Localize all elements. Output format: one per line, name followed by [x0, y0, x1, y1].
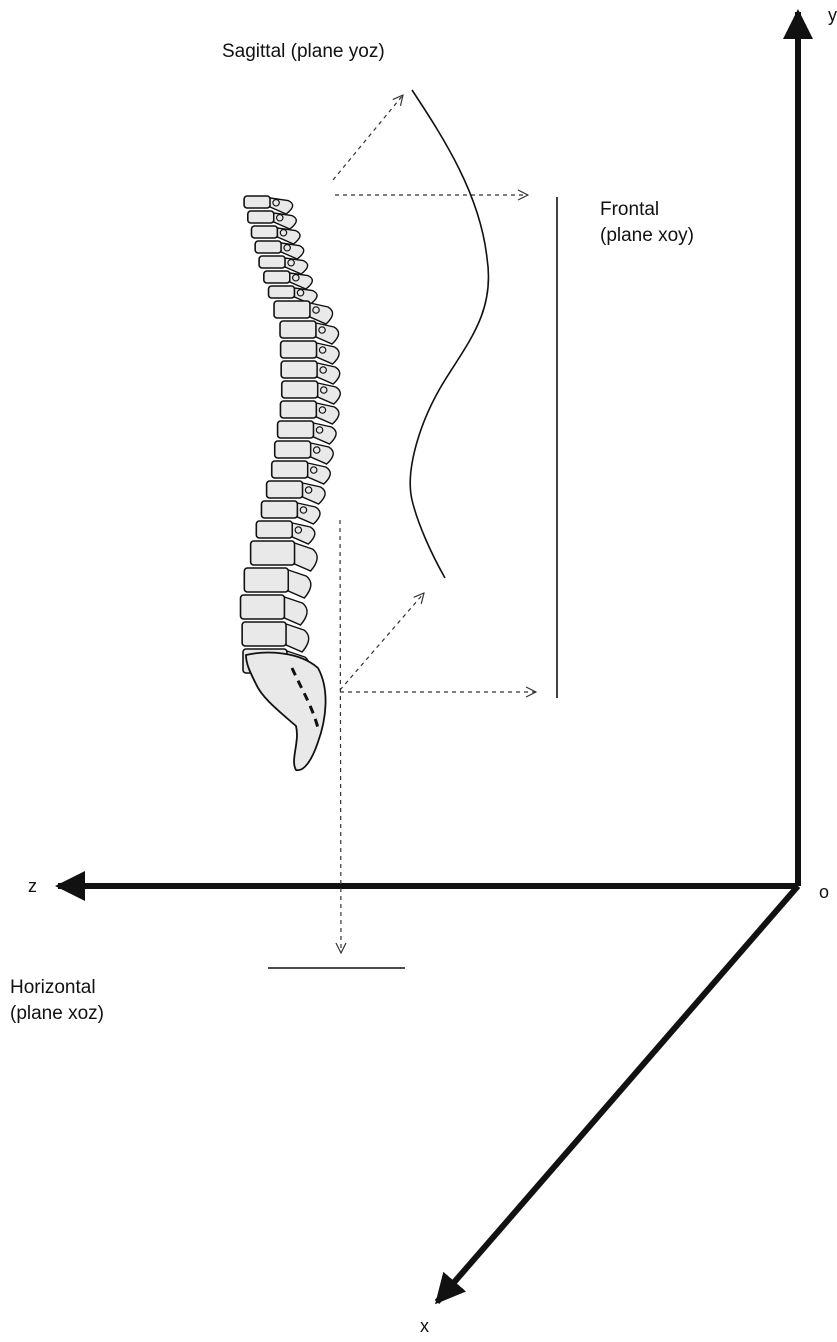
- vertebra-body: [280, 321, 316, 338]
- vertebra-body: [244, 196, 270, 208]
- y-axis-label: y: [828, 3, 837, 27]
- vertebra-process: [317, 343, 340, 364]
- vertebra-body: [259, 256, 285, 268]
- horizontal-plane-label-line1: Horizontal: [10, 976, 96, 1000]
- vertebra-body: [274, 301, 310, 318]
- x-axis: [437, 886, 798, 1302]
- vertebra-process: [316, 403, 339, 424]
- vertebra-process: [286, 624, 309, 652]
- vertebra-process: [295, 543, 318, 571]
- vertebra-process: [292, 523, 315, 544]
- vertebra-body: [241, 595, 285, 619]
- sagittal-projection-curve: [410, 90, 488, 578]
- coordinate-axes: [58, 12, 798, 1302]
- vertebra-process: [318, 383, 341, 404]
- vertebra-body: [282, 381, 318, 398]
- vertebra-process: [317, 363, 340, 384]
- vertebra-process: [314, 423, 337, 444]
- vertebra-body: [281, 361, 317, 378]
- horizontal-plane-label-line2: (plane xoz): [10, 1002, 104, 1026]
- vertebra-body: [278, 421, 314, 438]
- vertebra-body: [267, 481, 303, 498]
- frontal-plane-label-line2: (plane xoy): [600, 224, 694, 248]
- vertebra-process: [308, 463, 331, 484]
- origin-label: o: [819, 880, 829, 904]
- vertebra-body: [242, 622, 286, 646]
- vertebra-process: [288, 570, 311, 598]
- sagittal-arrow-bottom: [340, 593, 424, 690]
- vertebra-body: [275, 441, 311, 458]
- vertebra-body: [269, 286, 295, 298]
- frontal-plane-label-line1: Frontal: [600, 198, 659, 222]
- projection-arrows: [333, 95, 536, 953]
- vertebra-body: [255, 241, 281, 253]
- x-axis-label: x: [420, 1314, 429, 1338]
- vertebra-process: [316, 323, 339, 344]
- vertebra-body: [244, 568, 288, 592]
- vertebra-body: [256, 521, 292, 538]
- vertebra-body: [261, 501, 297, 518]
- z-axis-label: z: [28, 874, 37, 898]
- vertebra-process: [297, 503, 320, 524]
- sagittal-plane-label: Sagittal (plane yoz): [222, 40, 385, 64]
- sagittal-arrow-top: [333, 95, 403, 180]
- vertebra-body: [272, 461, 308, 478]
- vertebra-body: [281, 341, 317, 358]
- vertebra-body: [280, 401, 316, 418]
- spine-illustration: [241, 196, 341, 770]
- vertebra-body: [248, 211, 274, 223]
- vertebra-body: [251, 226, 277, 238]
- vertebra-process: [285, 597, 308, 625]
- vertebra-body: [264, 271, 290, 283]
- vertebra-process: [311, 443, 334, 464]
- vertebra-body: [251, 541, 295, 565]
- vertebra-process: [303, 483, 326, 504]
